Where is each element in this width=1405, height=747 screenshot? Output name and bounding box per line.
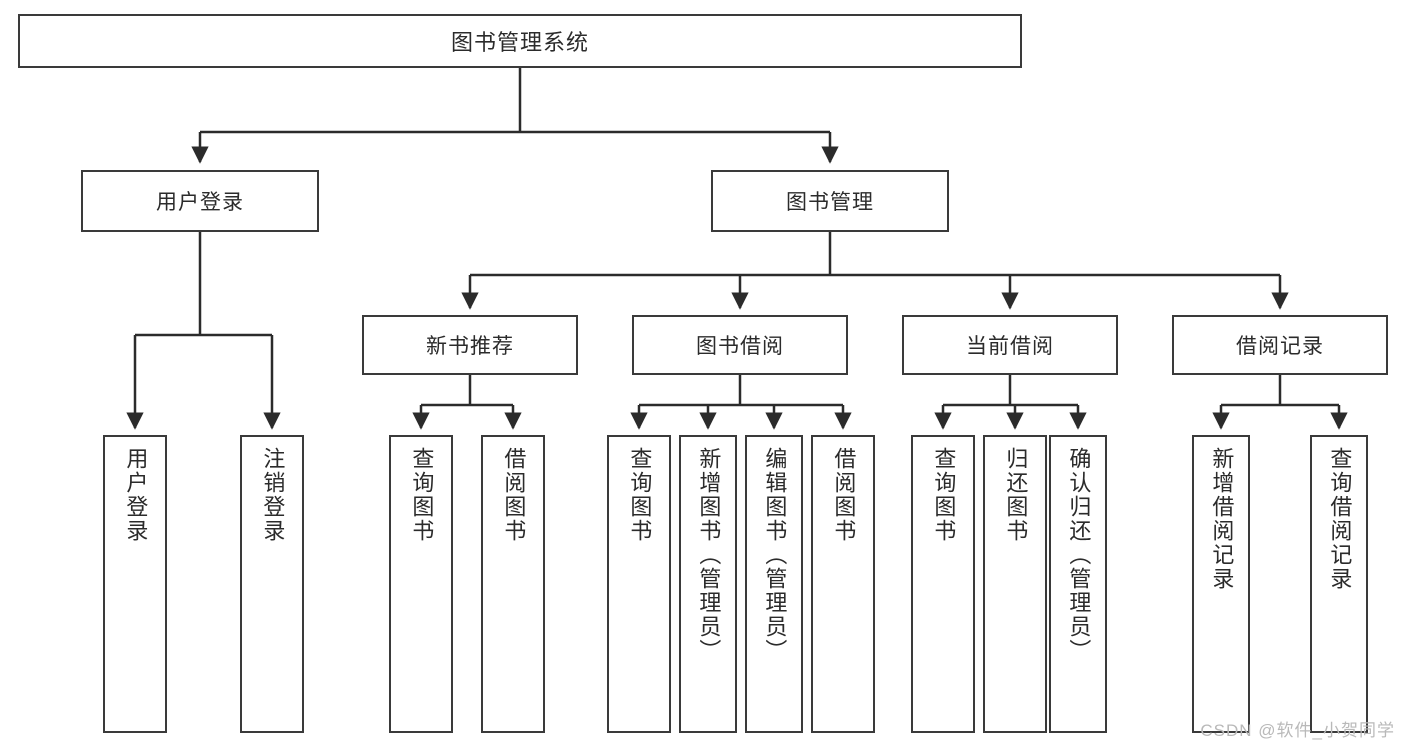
- leaf-return-book[interactable]: 归还图书: [983, 435, 1047, 733]
- leaf-query-book-current[interactable]: 查询图书: [911, 435, 975, 733]
- leaf-add-borrow-record[interactable]: 新增借阅记录: [1192, 435, 1250, 733]
- node-label: 新增借阅记录: [1209, 447, 1235, 591]
- leaf-edit-book-admin[interactable]: 编辑图书（管理员）: [745, 435, 803, 733]
- node-label: 用户登录: [156, 191, 244, 214]
- node-user-login[interactable]: 用户登录: [81, 170, 319, 232]
- node-borrow-record[interactable]: 借阅记录: [1172, 315, 1388, 375]
- node-book-borrow[interactable]: 图书借阅: [632, 315, 848, 375]
- node-root-system[interactable]: 图书管理系统: [18, 14, 1022, 68]
- node-label: 查询图书: [409, 447, 435, 543]
- node-label: 借阅记录: [1236, 335, 1324, 358]
- node-label: 用户登录: [123, 447, 149, 543]
- leaf-borrow-book[interactable]: 借阅图书: [811, 435, 875, 733]
- node-new-book-recommend[interactable]: 新书推荐: [362, 315, 578, 375]
- node-label: 当前借阅: [966, 335, 1054, 358]
- node-label: 借阅图书: [831, 447, 857, 543]
- node-label: 确认归还（管理员）: [1066, 447, 1092, 663]
- node-book-management[interactable]: 图书管理: [711, 170, 949, 232]
- csdn-watermark: CSDN @软件_小贺同学: [1200, 721, 1395, 740]
- node-label: 图书管理: [786, 191, 874, 214]
- leaf-add-book-admin[interactable]: 新增图书（管理员）: [679, 435, 737, 733]
- leaf-borrow-book-recommend[interactable]: 借阅图书: [481, 435, 545, 733]
- leaf-user-login[interactable]: 用户登录: [103, 435, 167, 733]
- node-label: 借阅图书: [501, 447, 527, 543]
- node-label: 新增图书（管理员）: [696, 447, 722, 663]
- node-label: 查询借阅记录: [1327, 447, 1353, 591]
- leaf-query-book-borrow[interactable]: 查询图书: [607, 435, 671, 733]
- node-label: 查询图书: [931, 447, 957, 543]
- leaf-query-borrow-record[interactable]: 查询借阅记录: [1310, 435, 1368, 733]
- node-label: 新书推荐: [426, 335, 514, 358]
- node-label: 编辑图书（管理员）: [762, 447, 788, 663]
- leaf-user-logout[interactable]: 注销登录: [240, 435, 304, 733]
- node-label: 查询图书: [627, 447, 653, 543]
- node-label: 归还图书: [1003, 447, 1029, 543]
- node-label: 图书管理系统: [450, 30, 589, 55]
- leaf-confirm-return-admin[interactable]: 确认归还（管理员）: [1049, 435, 1107, 733]
- node-label: 注销登录: [260, 447, 286, 543]
- node-current-borrow[interactable]: 当前借阅: [902, 315, 1118, 375]
- leaf-query-book-recommend[interactable]: 查询图书: [389, 435, 453, 733]
- node-label: 图书借阅: [696, 335, 784, 358]
